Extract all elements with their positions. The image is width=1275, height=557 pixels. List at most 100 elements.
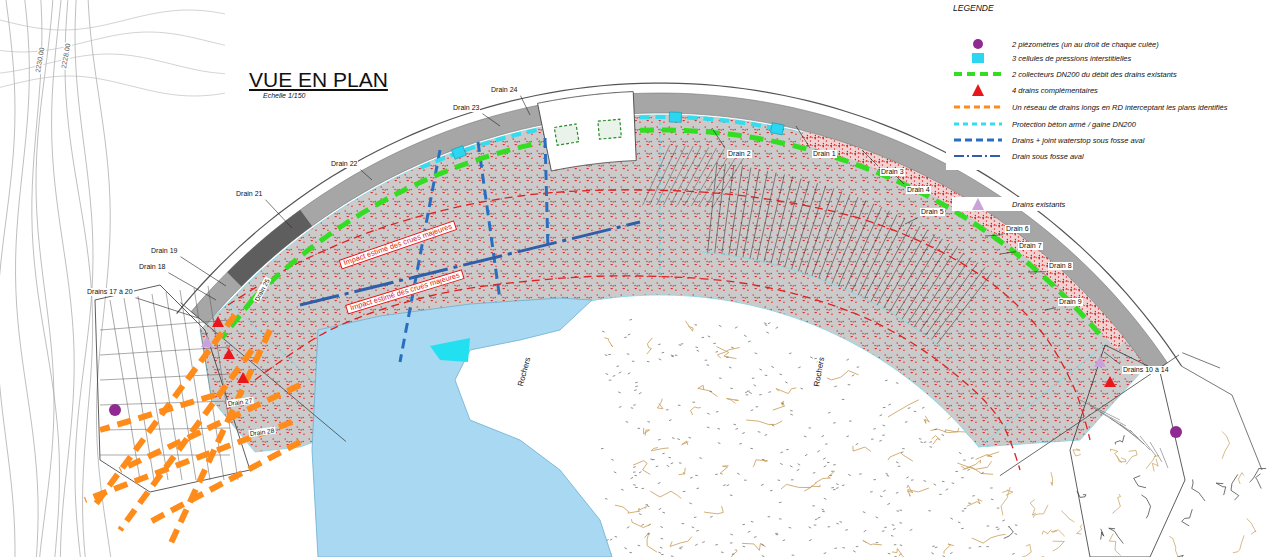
existing-drain-hatch — [896, 239, 943, 316]
rock-speckle — [798, 464, 801, 465]
rock-speckle — [797, 469, 800, 470]
contour-line — [88, 0, 111, 557]
rock-speckle — [846, 359, 849, 360]
rock-speckle — [662, 453, 665, 455]
rock-outline — [1117, 455, 1126, 461]
rock-speckle — [896, 382, 899, 384]
additional-drain — [237, 372, 249, 383]
rock-speckle — [692, 527, 695, 528]
legend-text: 4 drains complémentaires — [1012, 86, 1098, 95]
rock-speckle — [641, 524, 644, 525]
rock-speckle — [635, 487, 638, 488]
rock-outline — [615, 505, 640, 513]
rock-speckle — [905, 421, 908, 423]
rock-speckle — [608, 354, 611, 355]
rock-speckle — [987, 525, 990, 526]
rock-speckle — [666, 409, 669, 410]
legend-line-sample — [954, 106, 1002, 109]
rock-speckle — [727, 485, 730, 486]
rock-speckle — [759, 394, 762, 395]
existing-drain-hatch — [825, 197, 858, 281]
existing-drain-hatch — [805, 188, 834, 273]
rock-speckle — [876, 517, 879, 518]
rock-speckle — [690, 477, 693, 479]
rock-speckle — [822, 509, 825, 511]
legend-text: 3 cellules de pressions interstitielles — [1012, 54, 1131, 63]
rock-speckle — [824, 466, 827, 467]
existing-drain-hatch — [785, 181, 810, 268]
rock-speckle — [814, 358, 817, 359]
rock-speckle — [726, 357, 729, 358]
legend-line-sample — [954, 139, 1002, 142]
rock-speckle — [991, 499, 994, 501]
pool-highlight — [430, 338, 470, 362]
rock-speckle — [962, 510, 965, 511]
rock-speckle — [887, 503, 890, 504]
rock-outline — [1238, 473, 1244, 484]
rock-outline — [972, 534, 1006, 543]
leader-line — [180, 257, 226, 286]
existing-drain-hatch — [914, 253, 964, 328]
rock-speckle — [624, 337, 627, 339]
flood-impact-line — [228, 190, 1090, 440]
rock-speckle — [780, 463, 783, 464]
abutments — [95, 285, 1185, 557]
rock-speckle — [969, 547, 972, 548]
rock-speckle — [893, 529, 896, 530]
terrain-label: Rochers — [813, 356, 827, 389]
rock-speckle — [628, 373, 631, 374]
rock-speckle — [639, 472, 642, 473]
rock-outline — [1051, 530, 1064, 536]
rock-speckle — [809, 527, 812, 528]
rock-speckle — [1015, 524, 1018, 525]
long-drain — [100, 395, 215, 430]
legend-swatch — [952, 117, 1004, 131]
rock-outline — [742, 543, 766, 550]
rock-speckle — [950, 518, 953, 519]
legend-swatch — [952, 83, 1004, 97]
rock-speckle — [857, 366, 860, 367]
rock-speckle — [786, 449, 789, 450]
rock-speckle — [730, 534, 733, 535]
rock-speckle — [789, 527, 792, 529]
contour-line — [16, 0, 39, 557]
legend-text: Un réseau de drains longs en RD intercep… — [1012, 103, 1228, 112]
rock-outline — [1250, 469, 1267, 483]
existing-drain-hatch — [812, 191, 842, 276]
existing-drain-hatch — [691, 149, 724, 206]
rock-speckle — [814, 525, 817, 526]
right-abutment-concrete — [979, 334, 1150, 447]
existing-drain-hatch — [643, 145, 670, 205]
rock-speckle — [679, 344, 682, 346]
legend-line-sample — [954, 72, 1002, 76]
rock-speckle — [632, 361, 635, 362]
rock-speckle — [845, 529, 848, 531]
rock-speckle — [735, 327, 738, 328]
rock-outline — [670, 537, 692, 547]
rock-speckle — [605, 498, 608, 500]
rock-outline — [1033, 505, 1048, 518]
abutment-grid — [1120, 424, 1144, 444]
rock-speckle — [647, 421, 650, 423]
rock-speckle — [840, 521, 843, 523]
rock-speckle — [638, 545, 641, 547]
rock-outline — [746, 420, 782, 424]
legend-swatch-mark — [972, 53, 984, 63]
rock-speckle — [800, 388, 803, 390]
rock-outline — [899, 554, 915, 557]
existing-drain-hatch — [712, 152, 747, 208]
rock-speckle — [761, 544, 764, 545]
rock-speckle — [677, 439, 680, 440]
rock-speckle — [748, 531, 751, 532]
rock-outline — [657, 399, 663, 409]
rock-speckle — [744, 480, 747, 481]
rock-speckle — [848, 474, 851, 475]
rock-speckle — [823, 458, 826, 459]
rock-outline — [1115, 435, 1124, 444]
existing-drain-hatch — [743, 169, 759, 257]
rock-speckle — [737, 473, 740, 474]
crest-outer-edge — [177, 83, 1182, 366]
leader-line — [796, 126, 810, 148]
rock-speckle — [658, 439, 661, 441]
rock-speckle — [682, 523, 685, 524]
